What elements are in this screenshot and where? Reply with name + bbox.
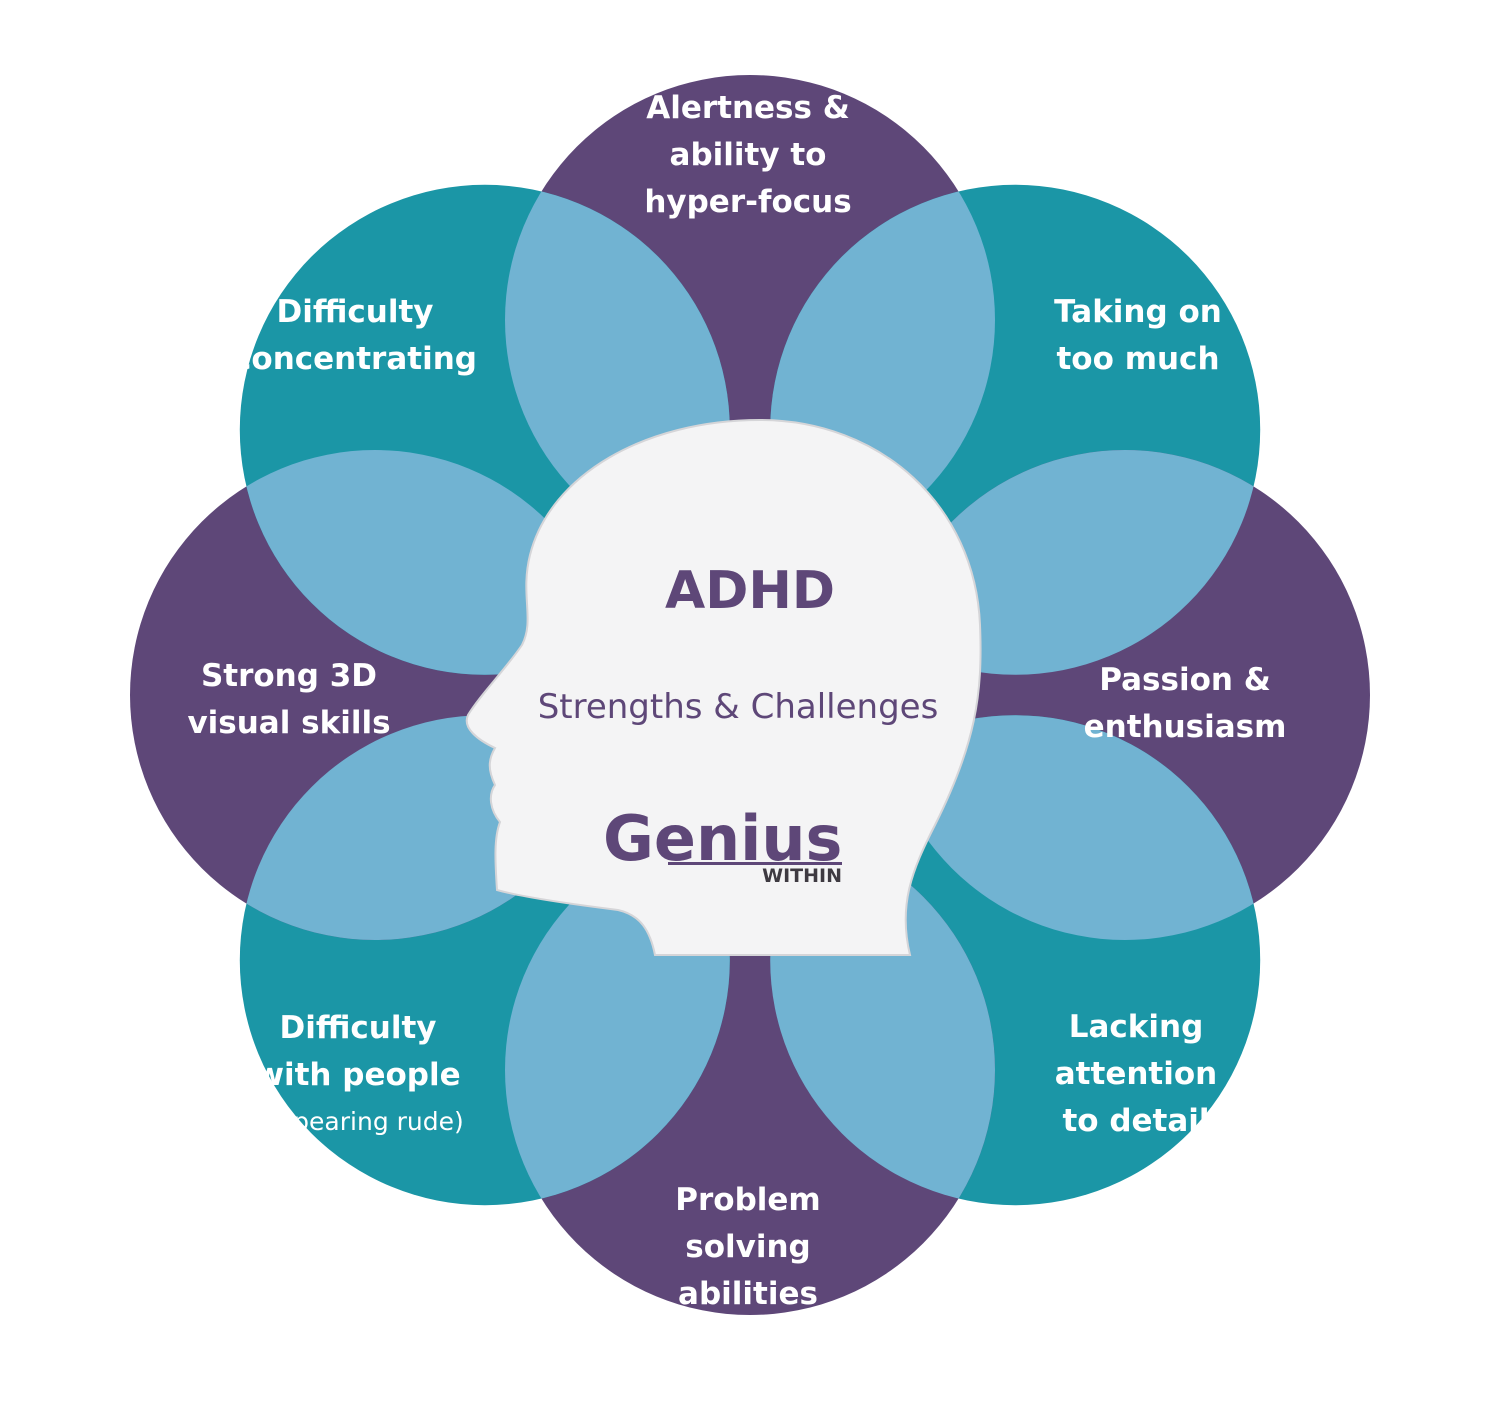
petal-label-line: Lacking (1069, 1009, 1204, 1045)
petal-label-line: visual skills (187, 705, 390, 741)
petal-label-line: to detail (1062, 1103, 1209, 1139)
petal-label-line: with people (255, 1057, 460, 1093)
petal-label-right: Passion & enthusiasm (1084, 662, 1287, 745)
petal-label-line: Difficulty (276, 294, 433, 330)
petal-label-line: hyper-focus (644, 184, 851, 220)
petal-label-bottom-left: Difficulty with people (255, 1010, 460, 1093)
petal-label-left: Strong 3D visual skills (187, 658, 390, 741)
petal-label-line: Strong 3D (201, 658, 377, 694)
petal-label-line: Taking on (1054, 294, 1222, 330)
petal-label-bottom-right: Lacking attention to detail (1055, 1009, 1217, 1139)
petal-label-line: Alertness & (646, 90, 850, 126)
petal-label-line: too much (1056, 341, 1219, 377)
petal-label-line: abilities (678, 1276, 818, 1312)
petal-label-top: Alertness & ability to hyper-focus (644, 90, 851, 220)
petal-label-top-left: Difficulty concentrating (233, 294, 477, 377)
genius-within-logo: Genius WITHIN (603, 802, 842, 887)
center-subtitle: Strengths & Challenges (538, 687, 939, 727)
petal-note-bottom-left: (appearing rude) (252, 1107, 464, 1136)
petal-label-line: attention (1055, 1056, 1217, 1092)
petal-label-bottom: Problem solving abilities (675, 1182, 820, 1312)
petal-label-line: Passion & (1099, 662, 1271, 698)
head-silhouette (465, 418, 982, 956)
logo-subtitle: WITHIN (762, 865, 842, 887)
petal-label-line: ability to (670, 137, 827, 173)
petal-label-line: Difficulty (279, 1010, 436, 1046)
petal-label-line: enthusiasm (1084, 709, 1287, 745)
petal-label-line: solving (685, 1229, 810, 1265)
head-silhouette-group: ADHD Strengths & Challenges Genius WITHI… (465, 418, 982, 956)
petal-label-line: Problem (675, 1182, 820, 1218)
petal-label-line: concentrating (233, 341, 477, 377)
center-title: ADHD (665, 561, 835, 621)
petal-label-top-right: Taking on too much (1054, 294, 1222, 377)
logo-underline (668, 862, 842, 865)
